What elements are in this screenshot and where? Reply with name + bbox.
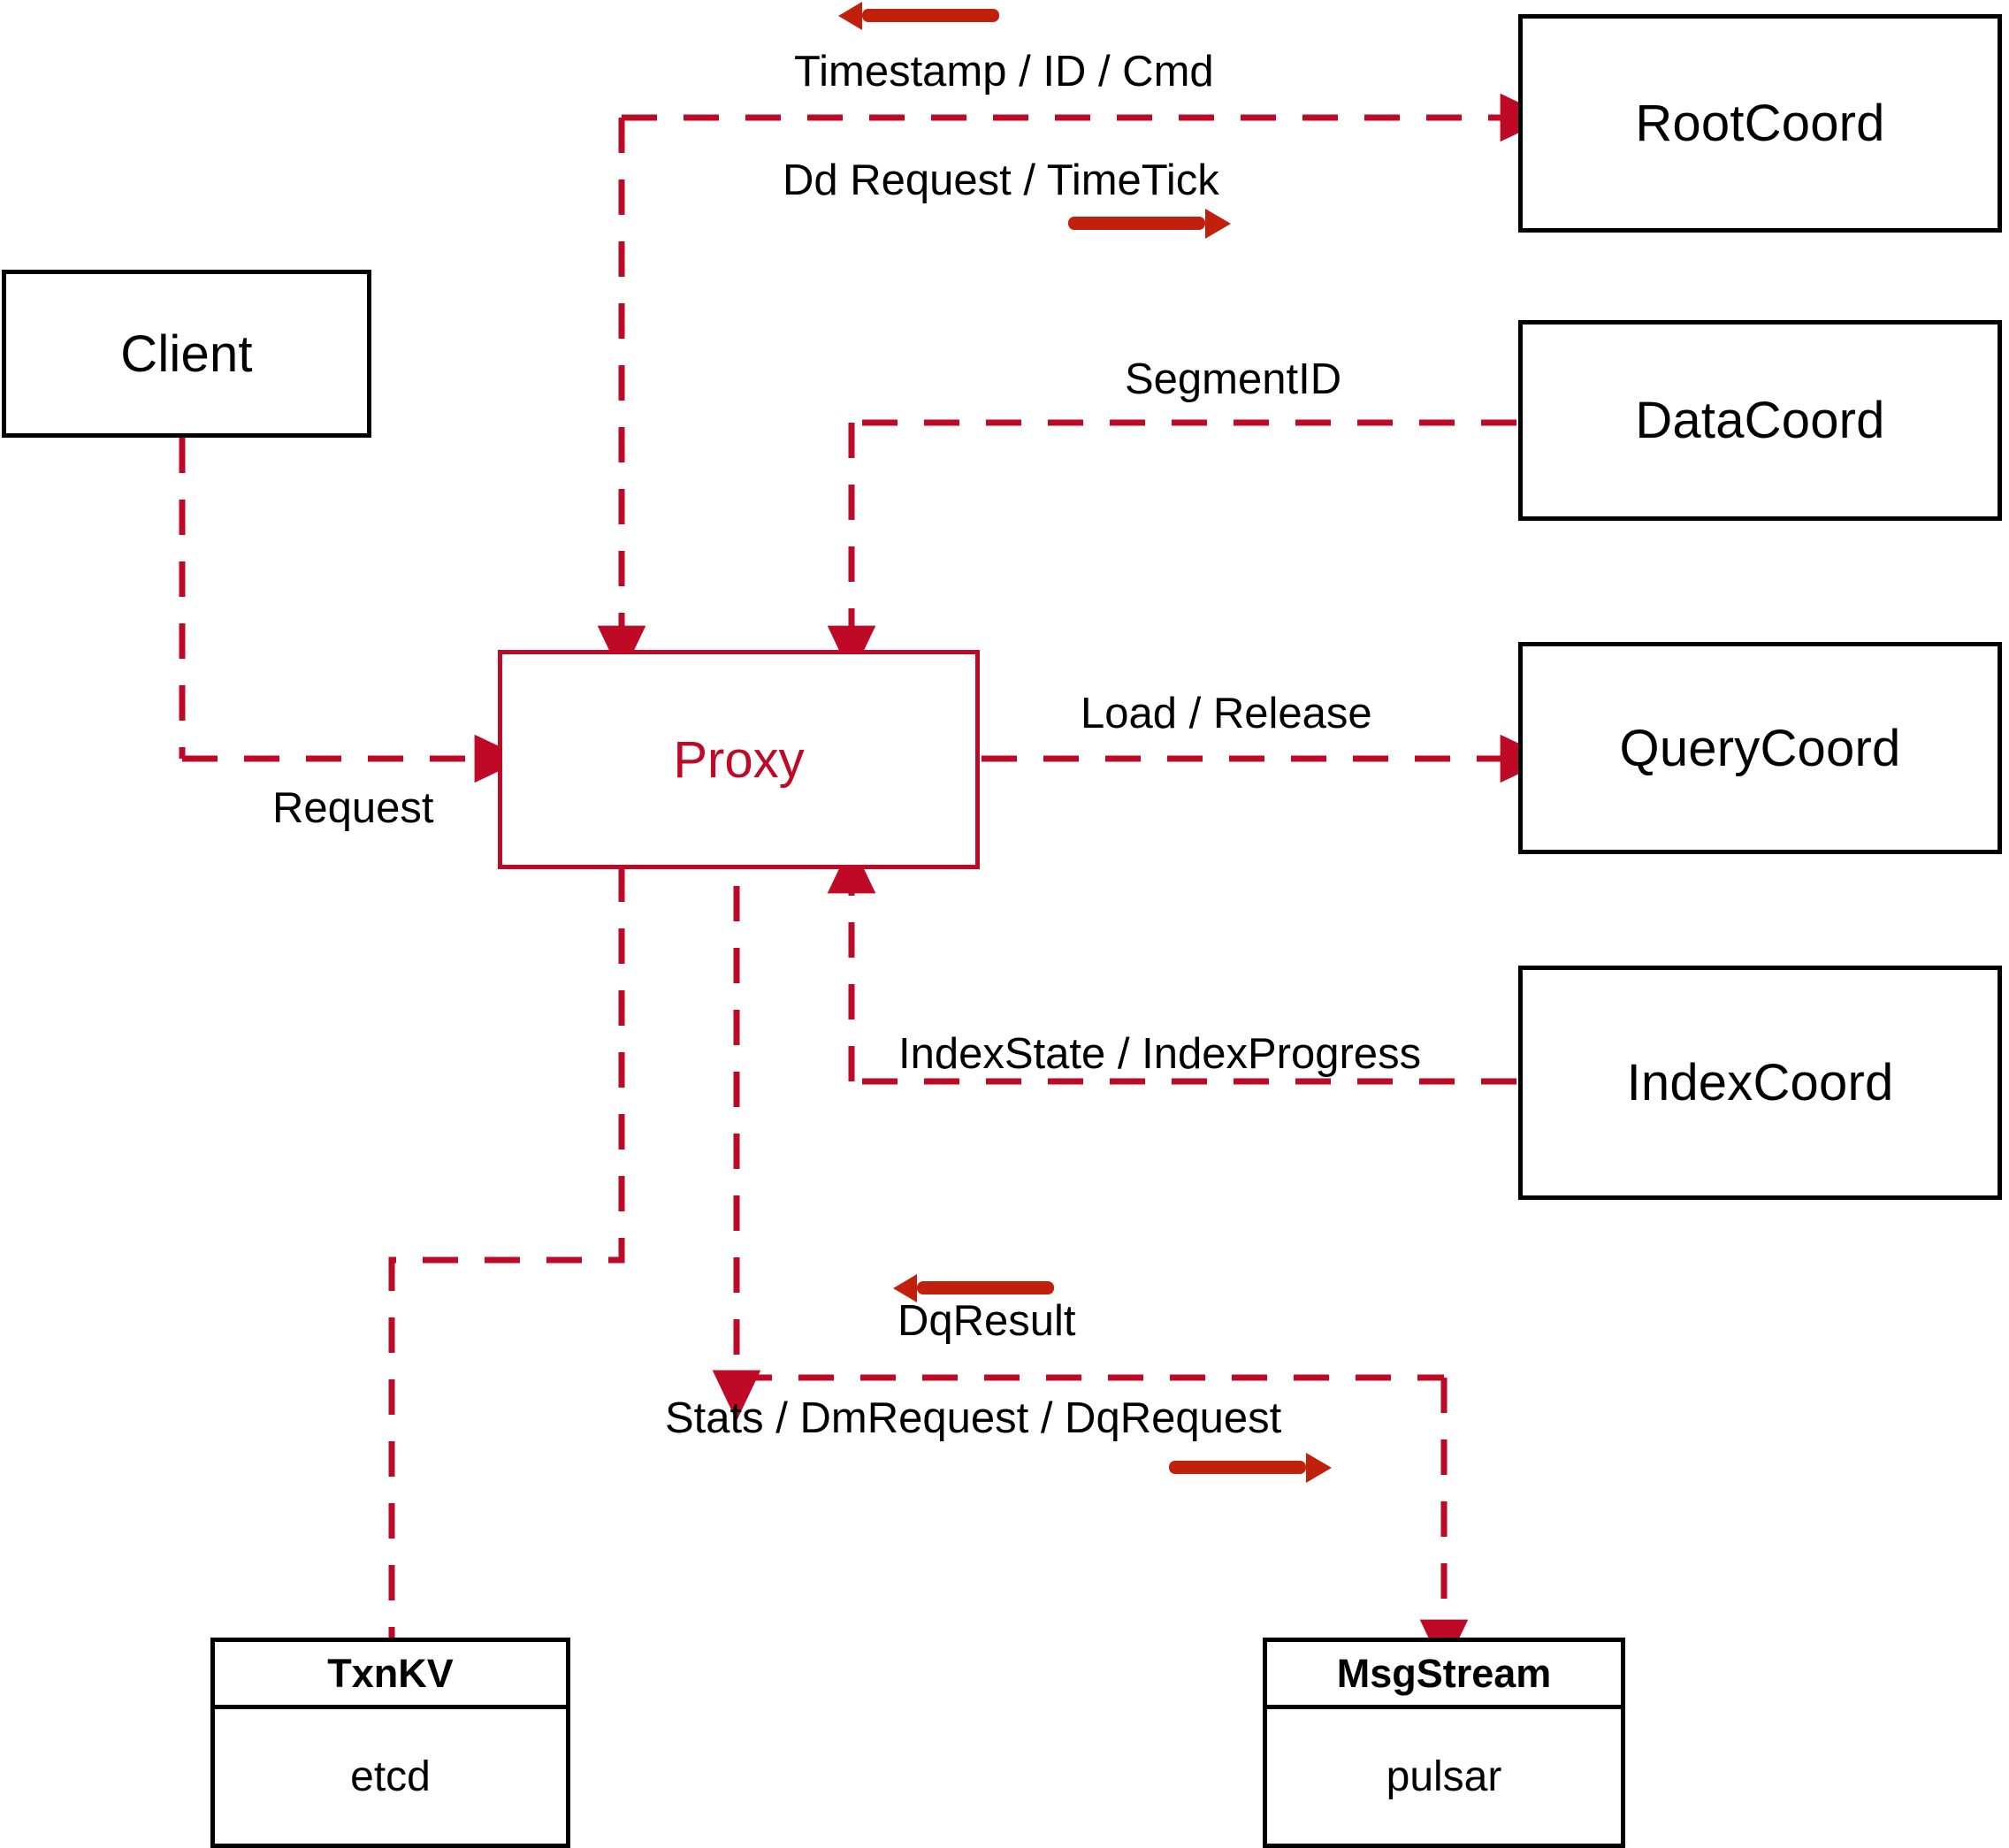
node-msgstream[interactable]: MsgStream pulsar [1263, 1638, 1625, 1848]
node-querycoord-label: QueryCoord [1619, 719, 1901, 777]
edge-label-request: Request [272, 784, 434, 832]
edge-label-dq-result: DqResult [898, 1297, 1076, 1345]
edge-label-timestamp-id-cmd: Timestamp / ID / Cmd [794, 48, 1214, 95]
edge-label-dd-request-timetick: Dd Request / TimeTick [783, 157, 1219, 204]
node-msgstream-title: MsgStream [1267, 1642, 1621, 1709]
direction-arrow-dq-result [893, 1274, 1054, 1302]
node-datacoord[interactable]: DataCoord [1518, 320, 2002, 521]
node-msgstream-impl: pulsar [1386, 1753, 1502, 1800]
edge-label-load-release: Load / Release [1081, 690, 1372, 737]
node-client[interactable]: Client [2, 270, 371, 438]
edge-label-index-state-progress: IndexState / IndexProgress [898, 1030, 1422, 1078]
node-rootcoord-label: RootCoord [1635, 95, 1885, 152]
node-querycoord[interactable]: QueryCoord [1518, 642, 2002, 854]
node-indexcoord-label: IndexCoord [1626, 1054, 1894, 1111]
node-datacoord-label: DataCoord [1635, 392, 1885, 449]
direction-arrow-stats-dm-dq-request [1169, 1453, 1332, 1483]
direction-arrow-timestamp-id-cmd [838, 2, 999, 30]
node-txnkv-title: TxnKV [215, 1642, 566, 1709]
node-proxy[interactable]: Proxy [498, 650, 980, 869]
node-txnkv[interactable]: TxnKV etcd [210, 1638, 570, 1848]
node-txnkv-impl: etcd [350, 1753, 431, 1800]
direction-arrow-dd-request-timetick [1068, 209, 1231, 239]
node-indexcoord[interactable]: IndexCoord [1518, 966, 2002, 1200]
edge-label-segment-id: SegmentID [1125, 355, 1342, 403]
node-proxy-label: Proxy [673, 730, 805, 789]
node-rootcoord[interactable]: RootCoord [1518, 14, 2002, 233]
wire-proxy-to-txnkv [388, 867, 625, 1638]
edge-label-stats-dm-dq-request: Stats / DmRequest / DqRequest [665, 1394, 1282, 1442]
node-client-label: Client [120, 325, 253, 383]
